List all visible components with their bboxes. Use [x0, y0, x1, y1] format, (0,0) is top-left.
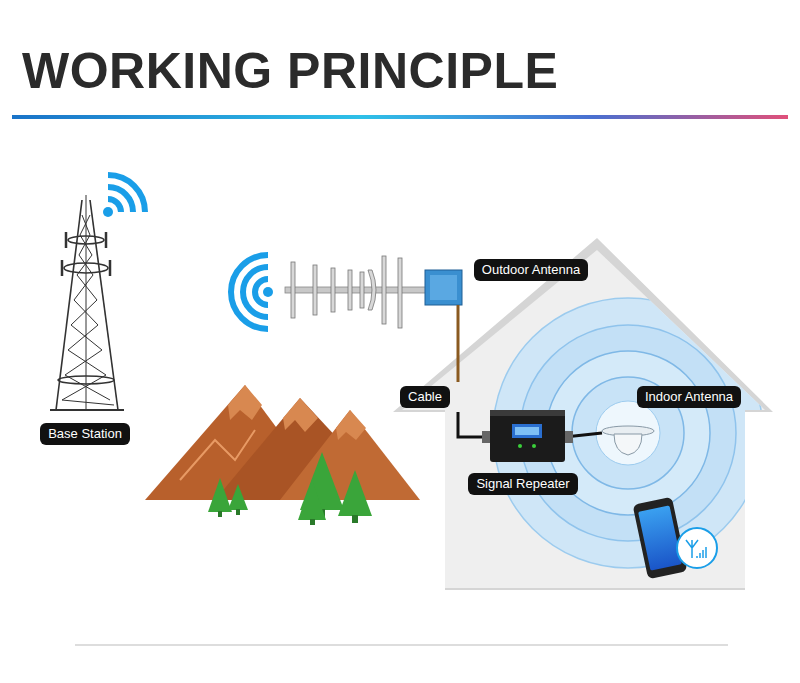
signal-icon: [103, 175, 145, 217]
footer-line: [75, 645, 728, 646]
label-pill: Base Station: [40, 423, 130, 445]
label-text: Cable: [408, 389, 442, 405]
page-title: WORKING PRINCIPLE: [22, 42, 558, 100]
label-pill: Cable: [400, 386, 450, 408]
label-pill: Indoor Antenna: [637, 386, 741, 408]
tower: [50, 195, 124, 410]
phone: [633, 497, 717, 580]
outdoor-antenna: [285, 256, 462, 328]
signal-repeater: [482, 410, 573, 462]
label-pill: Signal Repeater: [468, 473, 577, 495]
house: [393, 238, 773, 590]
label-pill: Outdoor Antenna: [474, 259, 588, 281]
label-text: Outdoor Antenna: [482, 262, 580, 278]
indoor-antenna: [602, 426, 654, 455]
label-text: Indoor Antenna: [645, 389, 733, 405]
signal-icon: [231, 255, 273, 329]
mountains: [145, 385, 420, 500]
label-text: Signal Repeater: [476, 476, 569, 492]
trees: [208, 452, 372, 525]
label-text: Base Station: [48, 426, 122, 442]
header-bar: [12, 115, 788, 119]
